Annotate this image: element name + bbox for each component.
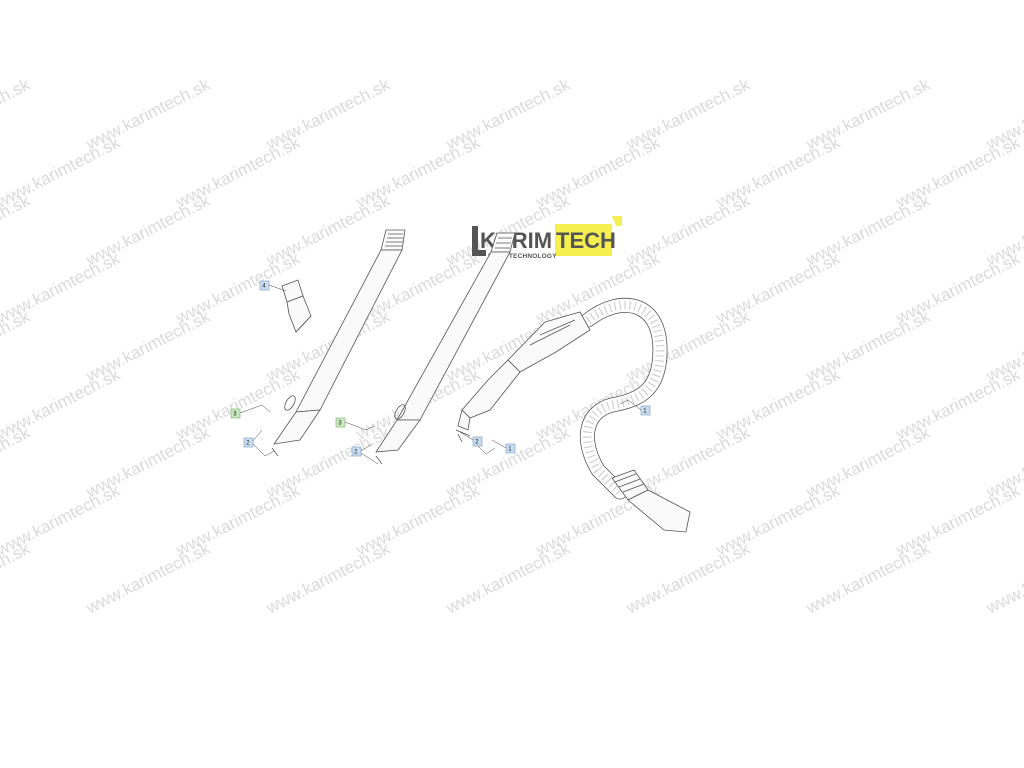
tube-a — [271, 229, 406, 457]
logo-tagline: PURE TECHNOLOGY — [488, 253, 557, 260]
svg-text:4: 4 — [262, 284, 266, 290]
logo-bar-foot — [472, 250, 486, 256]
callout-4: 4 — [259, 280, 287, 292]
svg-text:1: 1 — [508, 447, 512, 453]
watermark-text: www.karimtech.sk — [0, 423, 33, 502]
callout-tube-a-3: 3 — [230, 404, 271, 419]
svg-text:2: 2 — [246, 441, 250, 447]
svg-text:3: 3 — [338, 421, 342, 427]
watermark-text: www.karimtech.sk — [82, 539, 213, 618]
watermark-layer: www.karimtech.sk www.karimtech.sk www.kari… — [0, 75, 1024, 618]
watermark-text: www.karimtech.sk — [0, 191, 33, 270]
callout-tube-b-3: 3 — [335, 417, 375, 431]
watermark-text: www.karimtech.sk — [442, 539, 573, 618]
watermark-text: www.karimtech.sk — [0, 539, 33, 618]
watermark-text: www.karimtech.sk — [802, 539, 933, 618]
bracket-part — [281, 279, 312, 333]
svg-text:2: 2 — [354, 450, 358, 456]
watermark-text: www.karimtech.sk — [0, 75, 33, 154]
tube-b — [375, 232, 516, 465]
logo-word-left: KARIM — [480, 228, 552, 253]
brand-logo: KARIM TECH PURE TECHNOLOGY — [472, 216, 622, 260]
logo-bar-icon — [472, 226, 478, 256]
hose-assembly — [455, 297, 691, 533]
callout-tube-a-2: 2 — [243, 429, 275, 457]
watermark-text: www.karimtech.sk — [982, 539, 1024, 618]
logo-accent-bg — [555, 224, 612, 256]
callout-hose-1-upper: 1 — [619, 399, 651, 416]
svg-text:1: 1 — [643, 409, 647, 415]
watermark-text: www.karimtech.sk — [0, 307, 33, 386]
logo-accent-corner — [612, 216, 622, 226]
callout-hose-1-lower: 1 — [491, 439, 516, 454]
callout-tube-b-2: 2 — [351, 443, 379, 465]
svg-text:2: 2 — [475, 440, 479, 446]
watermark-text: www.karimtech.sk — [622, 539, 753, 618]
logo-word-right: TECH — [556, 228, 616, 253]
callout-hose-2: 2 — [459, 431, 496, 455]
svg-text:3: 3 — [233, 412, 237, 418]
watermark-text: www.karimtech.sk — [262, 539, 393, 618]
